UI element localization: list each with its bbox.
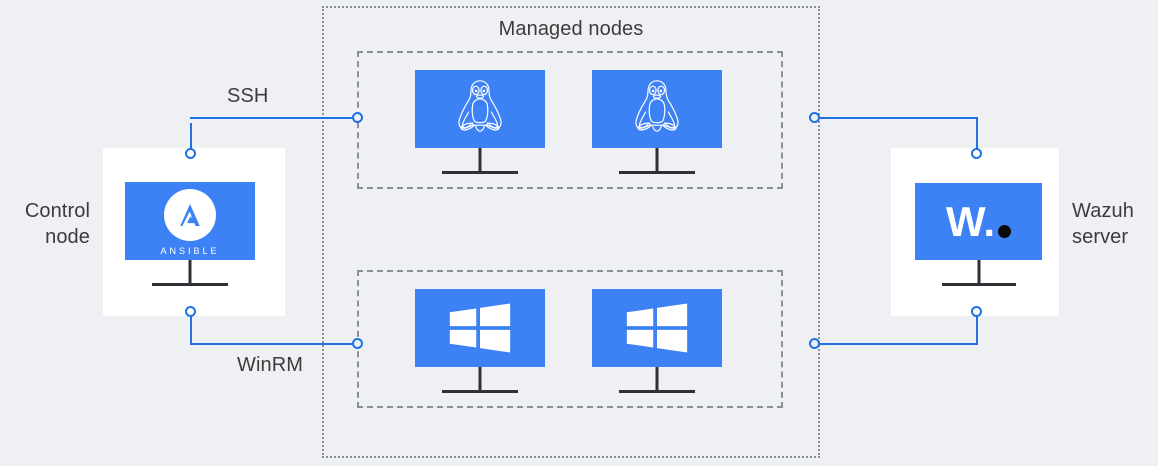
managed-nodes-title: Managed nodes <box>498 18 644 40</box>
ssh-connector-vertical <box>190 123 192 154</box>
winrm-connection-label: WinRM <box>237 354 304 376</box>
wazuh-bottom-endpoint-server <box>971 306 982 317</box>
windows-logo-icon <box>449 303 511 353</box>
monitor-base <box>941 283 1016 286</box>
monitor-post <box>655 148 659 172</box>
linux-screen <box>415 70 545 148</box>
monitor-post <box>655 367 659 391</box>
winrm-endpoint-managed-nodes <box>352 338 363 349</box>
monitor-base <box>152 283 228 286</box>
winrm-connector-vertical <box>190 312 192 345</box>
wazuh-top-endpoint-managed-nodes <box>809 112 820 123</box>
wazuh-top-endpoint-server <box>971 148 982 159</box>
ssh-endpoint-managed-nodes <box>352 112 363 123</box>
windows-screen <box>415 289 545 367</box>
linux-managed-node-monitor <box>592 70 722 180</box>
wazuh-server-label: Wazuh server <box>1072 200 1135 248</box>
wazuh-logo-icon: W. <box>946 197 1011 245</box>
monitor-post <box>188 260 192 284</box>
wazuh-top-connector-horizontal <box>820 117 978 119</box>
monitor-base <box>442 390 518 393</box>
ansible-screen: ANSIBLE <box>125 182 255 260</box>
ssh-connection-label: SSH <box>227 85 269 107</box>
monitor-post <box>977 260 980 284</box>
windows-screen <box>592 289 722 367</box>
windows-logo-icon <box>626 303 688 353</box>
winrm-endpoint-control-node <box>185 306 196 317</box>
ansible-logo-icon <box>164 188 216 241</box>
control-node-monitor: ANSIBLE <box>125 182 255 292</box>
monitor-base <box>619 390 695 393</box>
linux-screen <box>592 70 722 148</box>
linux-penguin-icon <box>635 80 679 132</box>
ansible-wordmark: ANSIBLE <box>160 245 220 256</box>
wazuh-screen: W. <box>915 183 1042 260</box>
ssh-connector-horizontal <box>190 117 358 119</box>
monitor-base <box>442 171 518 174</box>
windows-managed-node-monitor <box>415 289 545 399</box>
ssh-endpoint-control-node <box>185 148 196 159</box>
wazuh-wordmark: W. <box>946 197 995 245</box>
monitor-post <box>478 148 482 172</box>
winrm-connector-horizontal <box>190 343 358 345</box>
linux-penguin-icon <box>458 80 502 132</box>
wazuh-bottom-endpoint-managed-nodes <box>809 338 820 349</box>
monitor-post <box>478 367 482 391</box>
monitor-base <box>619 171 695 174</box>
managed-nodes-group-box <box>322 6 820 458</box>
wazuh-dot-icon <box>998 224 1011 238</box>
wazuh-top-connector-vertical <box>976 117 978 154</box>
control-node-label: Control node <box>24 200 90 248</box>
linux-managed-node-monitor <box>415 70 545 180</box>
wazuh-bottom-connector-vertical <box>976 312 978 345</box>
wazuh-server-monitor: W. <box>915 183 1042 293</box>
wazuh-bottom-connector-horizontal <box>820 343 978 345</box>
windows-managed-node-monitor <box>592 289 722 399</box>
